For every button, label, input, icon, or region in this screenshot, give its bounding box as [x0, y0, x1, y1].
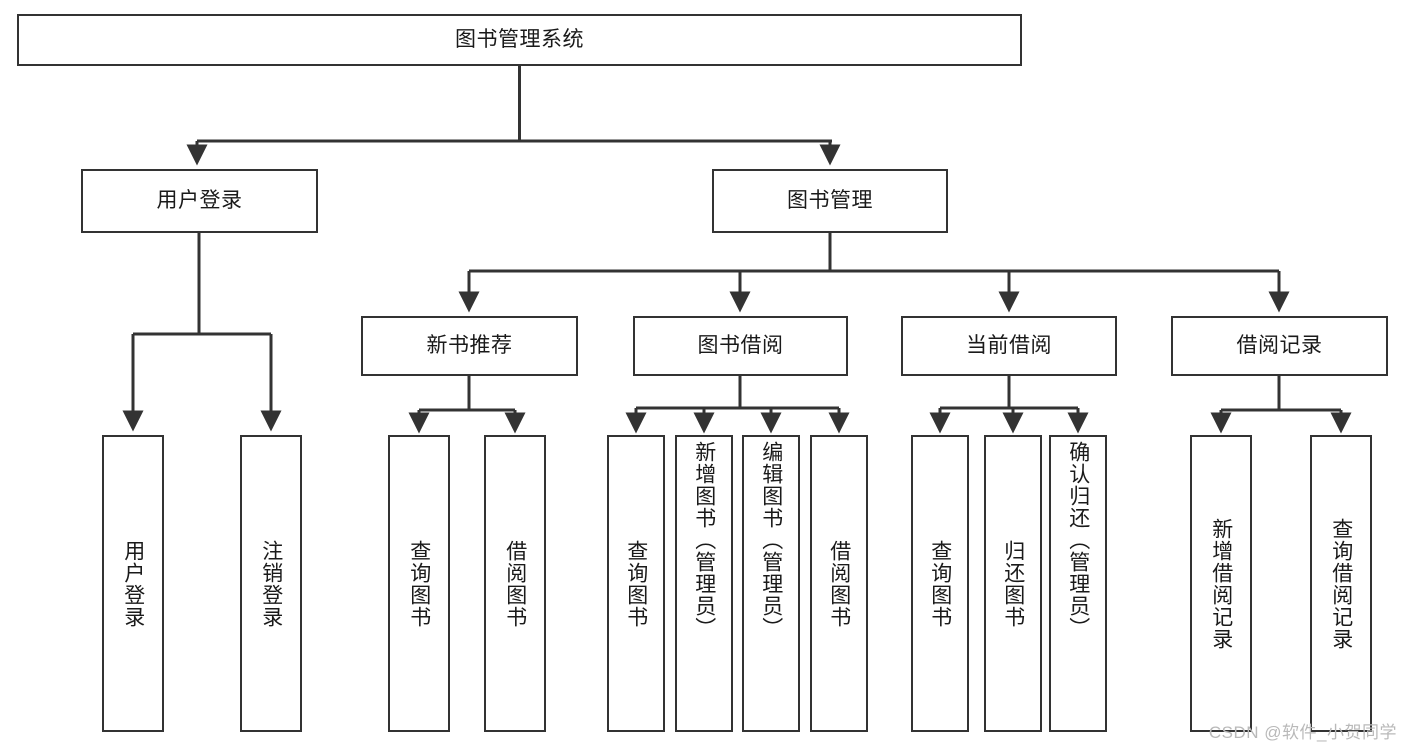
node-borrow-record[interactable]: 借阅记录	[1171, 316, 1388, 376]
node-leaf-user-login[interactable]: 用户登录	[102, 435, 164, 732]
node-book-borrow-label: 图书借阅	[697, 334, 784, 358]
node-book-manage[interactable]: 图书管理	[712, 169, 948, 233]
node-leaf-query-record[interactable]: 查询借阅记录	[1310, 435, 1372, 732]
node-leaf-add-record[interactable]: 新增借阅记录	[1190, 435, 1252, 732]
node-leaf-borrow-book-1-label: 借阅图书	[503, 539, 527, 628]
node-new-book-rec-label: 新书推荐	[426, 334, 513, 358]
node-leaf-edit-book[interactable]: 编辑图书（管理员）	[742, 435, 800, 732]
node-leaf-add-record-label: 新增借阅记录	[1209, 517, 1233, 650]
csdn-watermark: CSDN @软件_小贺同学	[1208, 723, 1397, 742]
node-leaf-borrow-book-2[interactable]: 借阅图书	[810, 435, 868, 732]
node-leaf-logout-label: 注销登录	[259, 539, 283, 628]
node-leaf-add-book-label: 新增图书（管理员）	[692, 441, 716, 639]
node-leaf-query-book-1-label: 查询图书	[407, 539, 431, 628]
node-book-manage-label: 图书管理	[787, 189, 873, 213]
node-leaf-edit-book-label: 编辑图书（管理员）	[759, 441, 783, 639]
node-root-label: 图书管理系统	[455, 28, 584, 52]
node-new-book-rec[interactable]: 新书推荐	[361, 316, 578, 376]
node-leaf-confirm-return[interactable]: 确认归还（管理员）	[1049, 435, 1107, 732]
node-leaf-query-book-1[interactable]: 查询图书	[388, 435, 450, 732]
node-leaf-borrow-book-1[interactable]: 借阅图书	[484, 435, 546, 732]
node-leaf-logout[interactable]: 注销登录	[240, 435, 302, 732]
node-leaf-query-book-2[interactable]: 查询图书	[607, 435, 665, 732]
node-user-login[interactable]: 用户登录	[81, 169, 318, 233]
node-leaf-borrow-book-2-label: 借阅图书	[827, 539, 851, 628]
node-leaf-query-record-label: 查询借阅记录	[1329, 517, 1353, 650]
node-book-borrow[interactable]: 图书借阅	[633, 316, 848, 376]
node-leaf-add-book[interactable]: 新增图书（管理员）	[675, 435, 733, 732]
node-leaf-query-book-2-label: 查询图书	[624, 539, 648, 628]
node-root[interactable]: 图书管理系统	[17, 14, 1022, 66]
node-leaf-query-book-3[interactable]: 查询图书	[911, 435, 969, 732]
node-leaf-query-book-3-label: 查询图书	[928, 539, 952, 628]
node-leaf-return-book-label: 归还图书	[1001, 539, 1025, 628]
node-user-login-label: 用户登录	[156, 189, 243, 213]
node-leaf-return-book[interactable]: 归还图书	[984, 435, 1042, 732]
node-current-borrow-label: 当前借阅	[966, 334, 1052, 358]
node-leaf-confirm-return-label: 确认归还（管理员）	[1066, 441, 1090, 639]
node-leaf-user-login-label: 用户登录	[121, 539, 145, 628]
node-borrow-record-label: 借阅记录	[1236, 334, 1323, 358]
node-current-borrow[interactable]: 当前借阅	[901, 316, 1117, 376]
